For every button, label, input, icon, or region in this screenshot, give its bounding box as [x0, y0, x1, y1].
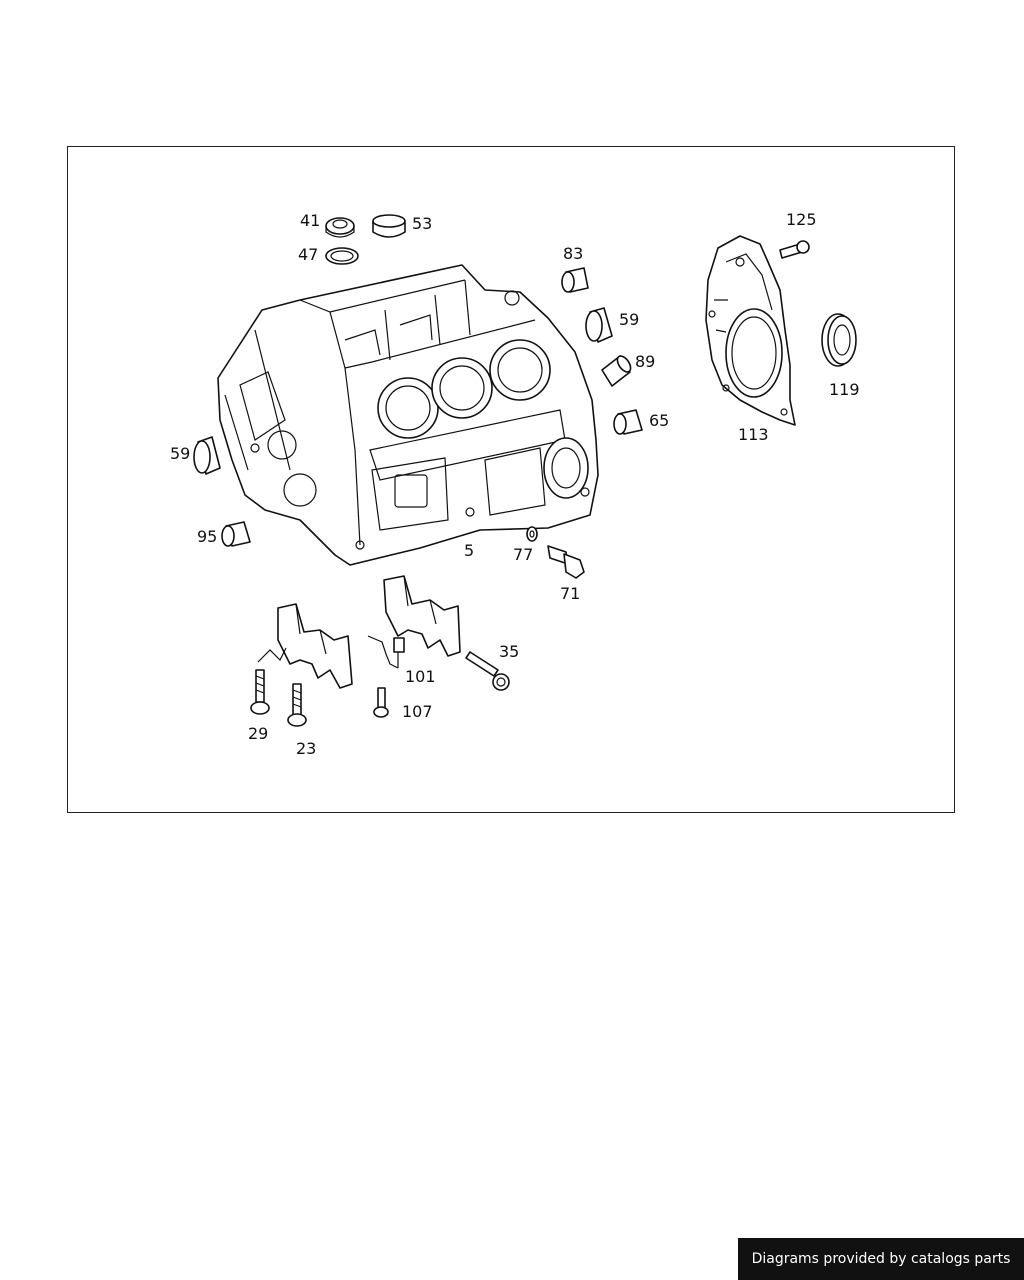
plug-part-59-left[interactable]: [193, 436, 221, 475]
callout-29: 29: [248, 724, 269, 743]
callout-113: 113: [738, 425, 769, 444]
callout-53: 53: [412, 214, 433, 233]
oil-seal-part-119[interactable]: [821, 313, 857, 367]
sensor-part-71[interactable]: [547, 545, 585, 579]
plug-part-65[interactable]: [613, 409, 643, 435]
plug-part-89[interactable]: [601, 354, 633, 387]
bolt-part-125[interactable]: [779, 240, 810, 259]
bolt-part-107[interactable]: [373, 687, 389, 718]
callout-23: 23: [296, 739, 317, 758]
washer-part-77[interactable]: [526, 526, 538, 542]
bolt-part-29[interactable]: [250, 669, 270, 715]
credit-banner: Diagrams provided by catalogs parts: [738, 1238, 1024, 1280]
bolt-part-23[interactable]: [287, 683, 307, 727]
bearing-cap-rear[interactable]: [383, 575, 461, 657]
callout-59-right: 59: [619, 310, 640, 329]
plug-part-59-right[interactable]: [585, 307, 613, 343]
credit-text: Diagrams provided by catalogs parts: [751, 1251, 1011, 1267]
callout-47: 47: [298, 245, 319, 264]
diagram-frame: [67, 146, 955, 813]
bearing-cap-front[interactable]: [277, 603, 353, 689]
callout-95: 95: [197, 527, 218, 546]
callout-35: 35: [499, 642, 520, 661]
callout-83: 83: [563, 244, 584, 263]
sleeve-part-53[interactable]: [372, 214, 406, 238]
plug-part-83[interactable]: [561, 267, 589, 293]
timing-cover-part-113[interactable]: [705, 235, 796, 426]
engine-block-part-5[interactable]: [217, 264, 599, 566]
callout-5: 5: [464, 541, 475, 560]
bracket-line: [257, 647, 287, 663]
callout-101: 101: [405, 667, 436, 686]
bolt-part-35[interactable]: [465, 651, 510, 691]
callout-107: 107: [402, 702, 433, 721]
callout-59-left: 59: [170, 444, 191, 463]
callout-41: 41: [300, 211, 321, 230]
callout-65: 65: [649, 411, 670, 430]
callout-71: 71: [560, 584, 581, 603]
callout-119: 119: [829, 380, 860, 399]
seal-ring-part-47[interactable]: [325, 247, 359, 265]
callout-89: 89: [635, 352, 656, 371]
oil-jet-part-101[interactable]: [367, 635, 405, 669]
plug-part-95[interactable]: [221, 521, 251, 547]
callout-77: 77: [513, 545, 534, 564]
seal-part-41[interactable]: [325, 217, 355, 238]
callout-125: 125: [786, 210, 817, 229]
